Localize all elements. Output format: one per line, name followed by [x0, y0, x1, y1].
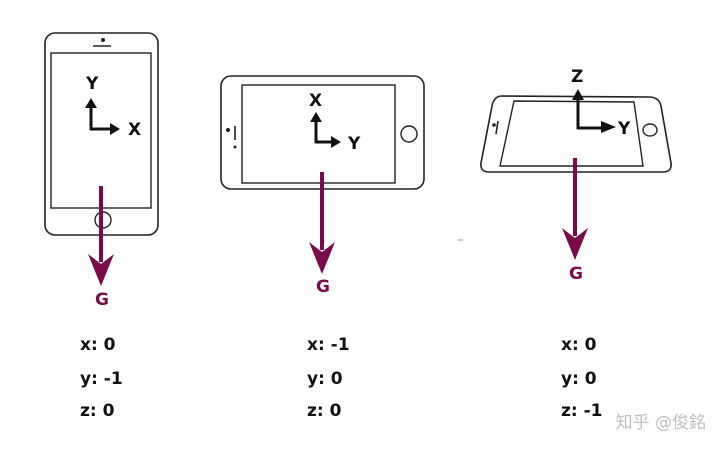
- phone-landscape: X Y G: [220, 75, 425, 297]
- home-button: [642, 123, 658, 137]
- reading-x: x: -1: [307, 335, 350, 355]
- home-button: [400, 125, 418, 143]
- axis-label-right: X: [128, 120, 141, 140]
- camera-dot: [492, 123, 496, 127]
- axis-right-arrow: [315, 136, 341, 148]
- reading-z: z: 0: [307, 401, 342, 421]
- sensor-dot: [233, 145, 237, 149]
- axis-up-arrow: [572, 89, 584, 129]
- camera-dot: [226, 128, 230, 132]
- reading-y: y: -1: [80, 369, 123, 389]
- axis-right-arrow: [90, 123, 120, 135]
- reading-z: z: 0: [80, 401, 115, 421]
- axis-label-up: Z: [571, 67, 583, 87]
- reading-y: y: 0: [307, 369, 343, 389]
- axis-right-arrow: [577, 121, 616, 133]
- axis-label-up: X: [309, 91, 322, 111]
- axis-up-arrow: [310, 112, 322, 143]
- speaker-slot: [495, 120, 499, 135]
- reading-y: y: 0: [561, 369, 597, 389]
- phone-portrait: Y X G: [44, 32, 159, 310]
- watermark: 知乎 @俊銘: [615, 413, 706, 433]
- gravity-label: G: [95, 290, 109, 310]
- phone-screen: [241, 84, 396, 184]
- phone-flat: Z Y G: [480, 67, 672, 284]
- phone-screen: [499, 100, 644, 167]
- reading-x: x: 0: [561, 335, 597, 355]
- reading-x: x: 0: [80, 335, 116, 355]
- gravity-arrow: [88, 186, 114, 286]
- axis-up-arrow: [85, 98, 97, 130]
- axis-label-right: Y: [347, 134, 361, 154]
- axis-label-up: Y: [85, 74, 99, 94]
- gravity-label: G: [569, 264, 583, 284]
- camera-dot: [101, 38, 105, 42]
- gravity-arrow: [562, 158, 588, 260]
- axis-label-right: Y: [617, 119, 631, 139]
- gravity-label: G: [316, 277, 330, 297]
- gravity-arrow: [309, 172, 335, 274]
- reading-z: z: -1: [561, 401, 603, 421]
